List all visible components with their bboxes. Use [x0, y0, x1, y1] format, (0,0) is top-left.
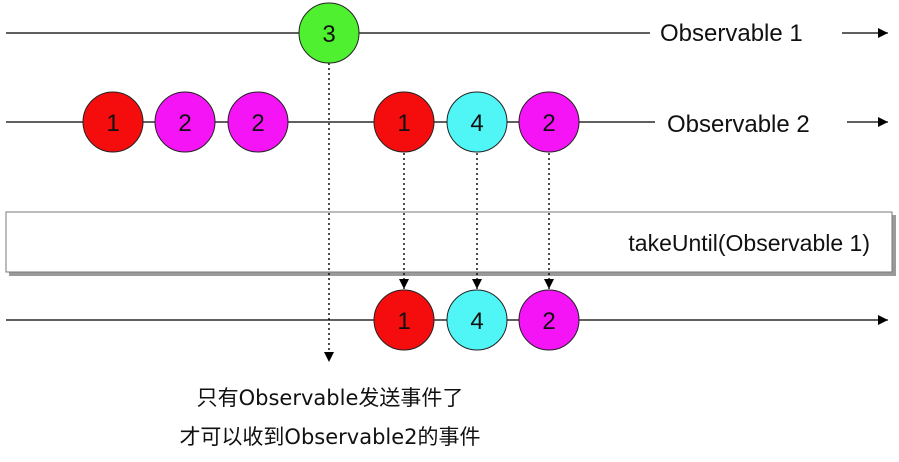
- marble-value: 3: [322, 21, 335, 48]
- marble-value: 2: [178, 110, 191, 137]
- caption-line-1: 只有Observable发送事件了: [196, 386, 464, 410]
- marble-value: 1: [397, 308, 410, 335]
- operator-box: [5, 211, 893, 273]
- observable2-marble: 1: [82, 91, 144, 153]
- marble-value: 1: [106, 110, 119, 137]
- observable2-marble: 1: [373, 91, 435, 153]
- marble-value: 4: [470, 110, 483, 137]
- observable2-marble: 2: [518, 91, 580, 153]
- observable1-marble: 3: [298, 2, 360, 64]
- observable2-marble: 2: [154, 91, 216, 153]
- observable2-label: Observable 2: [667, 111, 810, 138]
- observable2-marble: 4: [446, 91, 508, 153]
- result-marble: 1: [373, 289, 435, 351]
- result-marble: 2: [518, 289, 580, 351]
- marble-value: 2: [542, 110, 555, 137]
- operator-label: takeUntil(Observable 1): [628, 230, 870, 256]
- observable1-label: Observable 1: [660, 20, 803, 47]
- caption-line-2: 才可以收到Observable2的事件: [179, 425, 481, 449]
- marble-value: 2: [542, 308, 555, 335]
- result-marble: 4: [446, 289, 508, 351]
- observable2-marble: 2: [227, 91, 289, 153]
- marble-value: 1: [397, 110, 410, 137]
- marble-value: 4: [470, 308, 483, 335]
- marble-value: 2: [251, 110, 264, 137]
